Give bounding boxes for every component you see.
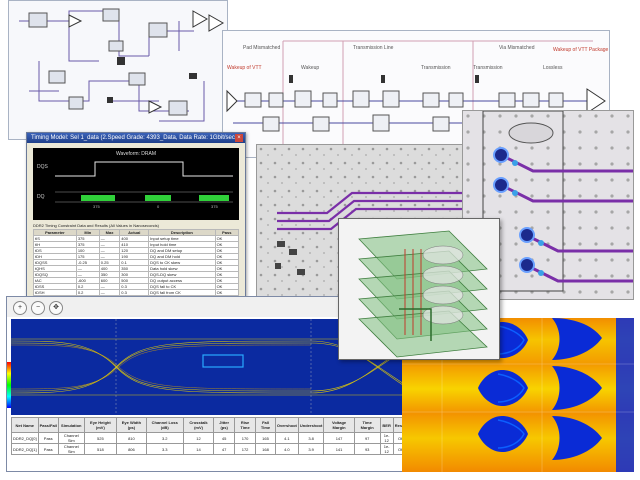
table-cell: Channel Sim <box>57 443 85 455</box>
table-cell: tDSH <box>33 289 77 296</box>
table-cell: 168 <box>255 443 276 455</box>
table-cell: DDR2_DQ[1] <box>11 443 39 455</box>
color-scale-legend <box>7 362 11 408</box>
table-cell: 1e-12 <box>379 432 394 444</box>
slot-label-1: 375 <box>93 204 100 209</box>
table-cell: 170 <box>233 432 257 444</box>
waveform-traces <box>55 161 233 203</box>
table-cell: 47 <box>213 443 235 455</box>
label-lossless: Lossless <box>543 65 563 71</box>
zoom-out-icon[interactable]: − <box>31 301 45 315</box>
eye-toolbar: + − ✥ <box>7 297 413 317</box>
dq-valid-window-2 <box>145 195 171 201</box>
column-header[interactable]: Pass/Fail <box>37 417 59 433</box>
schematic-window-1[interactable] <box>8 0 228 140</box>
annotation-vtt: Wakeup of VTT <box>227 65 262 71</box>
column-header[interactable]: Eye Width (ps) <box>116 417 147 433</box>
table-cell: 0.3 <box>119 289 150 296</box>
table-cell: 93 <box>353 443 381 455</box>
table-cell: 12 <box>182 432 215 444</box>
3d-via-model-window[interactable] <box>338 218 500 360</box>
column-header[interactable]: BER <box>379 417 394 433</box>
table-cell: 3.9 <box>297 443 325 455</box>
table-cell: — <box>98 289 121 296</box>
dq-valid-window-1 <box>81 195 115 201</box>
column-header[interactable]: Crosstalk (mV) <box>182 417 215 433</box>
table-cell: 3.2 <box>145 432 184 444</box>
table-cell: 3.8 <box>297 432 325 444</box>
column-header[interactable]: Eye Height (mV) <box>83 417 118 433</box>
timing-waveform: Waveform: DRAM DQS DQ 375 0 375 <box>33 148 239 220</box>
pan-icon[interactable]: ✥ <box>49 301 63 315</box>
column-header[interactable]: Rise Time <box>233 417 257 433</box>
label-wakeup: Wakeup <box>301 65 320 71</box>
table-cell: 141 <box>323 443 355 455</box>
table-cell: DDR2_DQ[0] <box>11 432 39 444</box>
label-transmission-2: Transmission <box>473 65 503 71</box>
table-cell: Pass <box>37 432 59 444</box>
table-cell: 518 <box>83 443 118 455</box>
table-cell: 1e-12 <box>379 443 394 455</box>
column-header[interactable]: Time Margin <box>353 417 381 433</box>
table-cell: 525 <box>83 432 118 444</box>
table-cell: 810 <box>116 432 147 444</box>
table-cell: DQS fall from CK <box>148 289 216 296</box>
schematic-window-2[interactable]: Pad Mismatched Transmission Line Via Mis… <box>222 30 610 158</box>
column-header[interactable]: Voltage Margin <box>323 417 355 433</box>
column-header[interactable]: Jitter (ps) <box>213 417 235 433</box>
table-cell: 806 <box>116 443 147 455</box>
section-label-via: Via Mismatched <box>499 45 535 51</box>
column-header[interactable]: Undershoot <box>297 417 325 433</box>
table-cell: 4.1 <box>274 432 299 444</box>
table-cell: 172 <box>233 443 257 455</box>
table-cell: 3.3 <box>145 443 184 455</box>
schematic-canvas-2[interactable] <box>223 31 610 158</box>
slot-label-3: 375 <box>211 204 218 209</box>
table-cell: 14 <box>182 443 215 455</box>
3d-via-model[interactable] <box>339 219 500 360</box>
schematic-canvas-1[interactable] <box>9 1 228 140</box>
zoom-in-icon[interactable]: + <box>13 301 27 315</box>
table-cell: Channel Sim <box>57 432 85 444</box>
section-label-tline: Transmission Line <box>353 45 394 51</box>
table-cell: OK <box>214 289 240 296</box>
table-cell: 0.2 <box>75 289 100 296</box>
slot-label-2: 0 <box>157 204 160 209</box>
label-transmission-1: Transmission <box>421 65 451 71</box>
table-cell: 4.0 <box>274 443 299 455</box>
timing-model-window[interactable]: Timing Model: Sel 1_data (2.Speed Grade:… <box>26 132 246 298</box>
table-cell: Pass <box>37 443 59 455</box>
annotation-vtt-package: Wakeup of VTT Package <box>553 47 609 53</box>
close-icon[interactable]: × <box>235 134 243 142</box>
table-cell: 165 <box>255 432 276 444</box>
table-cell: 97 <box>353 432 381 444</box>
signal-label-dq: DQ <box>37 194 45 200</box>
constraint-table: Parameter Min Max Actual Description Pas… <box>33 229 240 296</box>
constraint-table-caption: DDR2 Timing Constraint Data and Results … <box>33 223 159 228</box>
dq-valid-window-3 <box>199 195 229 201</box>
column-header[interactable]: Channel Loss (dB) <box>145 417 184 433</box>
table-cell: 45 <box>213 432 235 444</box>
column-header[interactable]: Fall Time <box>255 417 276 433</box>
table-cell: 147 <box>323 432 355 444</box>
signal-label-dqs: DQS <box>37 164 48 170</box>
timing-window-title: Timing Model: Sel 1_data (2.Speed Grade:… <box>27 133 245 143</box>
column-header[interactable]: Simulation <box>57 417 85 433</box>
column-header[interactable]: Overshoot <box>274 417 299 433</box>
section-label-pad: Pad Mismatched <box>243 45 281 51</box>
column-header[interactable]: Net Name <box>11 417 39 433</box>
waveform-title: Waveform: DRAM <box>115 151 157 157</box>
